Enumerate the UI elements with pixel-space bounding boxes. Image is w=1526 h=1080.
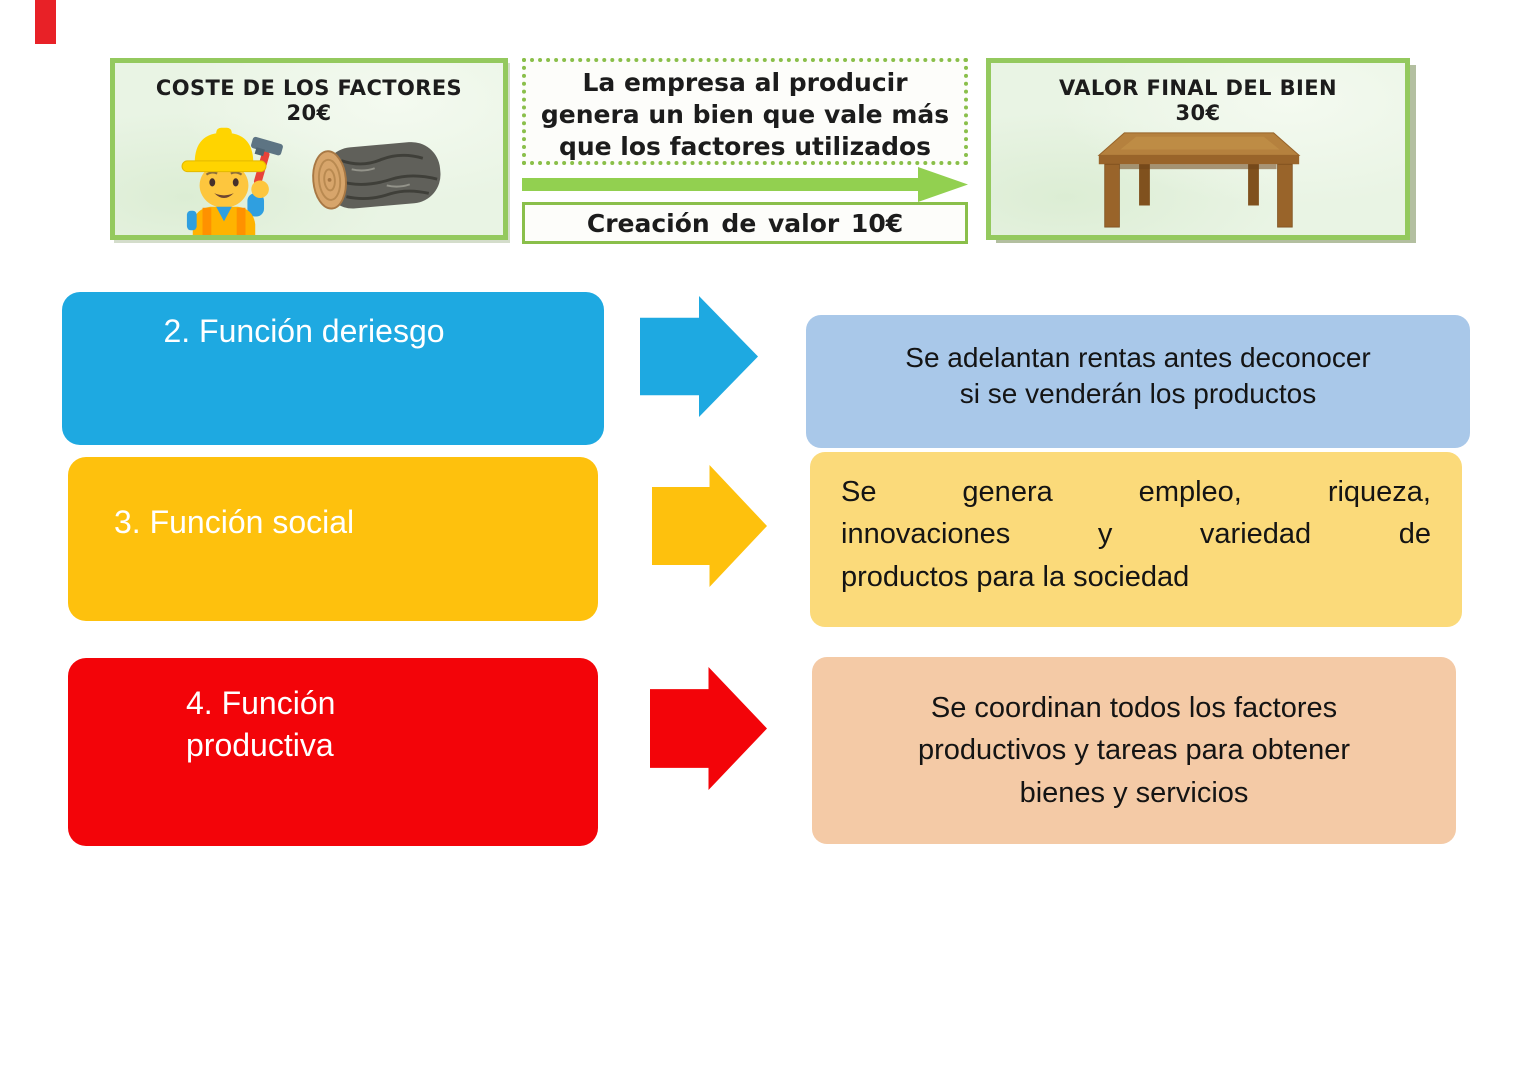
desc-social-line-3: productos para la sociedad	[841, 560, 1190, 593]
right-block-arrow-icon	[652, 465, 767, 587]
construction-worker-icon	[181, 127, 283, 235]
wood-log-icon	[312, 142, 441, 210]
wooden-table-icon	[1097, 132, 1301, 228]
function-box-riesgo: 2. Función deriesgo	[62, 292, 604, 445]
process-line-1: La empresa al producir	[582, 68, 908, 97]
desc-productiva-line-3: bienes y servicios	[1019, 776, 1249, 809]
process-line-3: que los factores utilizados	[558, 131, 932, 161]
function-box-social: 3. Función social	[68, 457, 598, 621]
desc-social-line-2: innovaciones y variedad de	[841, 518, 1431, 551]
cost-box-illustrations	[115, 117, 503, 235]
function-box-productiva: 4. Función productiva	[68, 658, 598, 846]
function-label-riesgo: 2. Función deriesgo	[163, 313, 445, 349]
desc-riesgo-line-1: Se adelantan rentas antes deconocer	[905, 342, 1371, 373]
right-block-arrow-icon	[650, 667, 767, 790]
function-desc-social: Se genera empleo, riqueza, innovaciones …	[810, 452, 1462, 627]
function-desc-riesgo: Se adelantan rentas antes deconocer si s…	[806, 315, 1470, 448]
process-description-box: La empresa al producir genera un bien qu…	[522, 58, 968, 165]
value-creation-middle: La empresa al producir genera un bien qu…	[522, 58, 968, 244]
value-creation-label: Creación de valor 10€	[586, 208, 904, 238]
value-creation-label-box: Creación de valor 10€	[522, 202, 968, 244]
final-box-title: VALOR FINAL DEL BIEN	[1059, 76, 1337, 100]
final-value-box: VALOR FINAL DEL BIEN 30€	[986, 58, 1410, 240]
function-label-productiva-line-1: 4. Función	[186, 685, 336, 721]
cost-box-amount: 20€	[286, 101, 332, 126]
function-label-social: 3. Función social	[114, 504, 355, 540]
desc-riesgo-line-2: si se venderán los productos	[959, 378, 1317, 410]
desc-productiva-line-2: productivos y tareas para obtener	[917, 734, 1351, 767]
green-arrow-icon	[522, 167, 968, 202]
final-box-illustration	[991, 123, 1405, 233]
process-line-2: genera un bien que vale más	[540, 99, 950, 129]
cost-box-title: COSTE DE LOS FACTORES	[155, 76, 463, 100]
final-box-amount: 30€	[1175, 101, 1221, 126]
desc-social-line-1: Se genera empleo, riqueza,	[841, 476, 1431, 508]
function-label-productiva-line-2: productiva	[186, 727, 334, 764]
cost-of-factors-box: COSTE DE LOS FACTORES 20€	[110, 58, 508, 240]
right-block-arrow-icon	[640, 296, 758, 417]
red-corner-mark	[35, 0, 56, 44]
function-desc-productiva: Se coordinan todos los factores producti…	[812, 657, 1456, 844]
desc-productiva-line-1: Se coordinan todos los factores	[930, 692, 1338, 724]
